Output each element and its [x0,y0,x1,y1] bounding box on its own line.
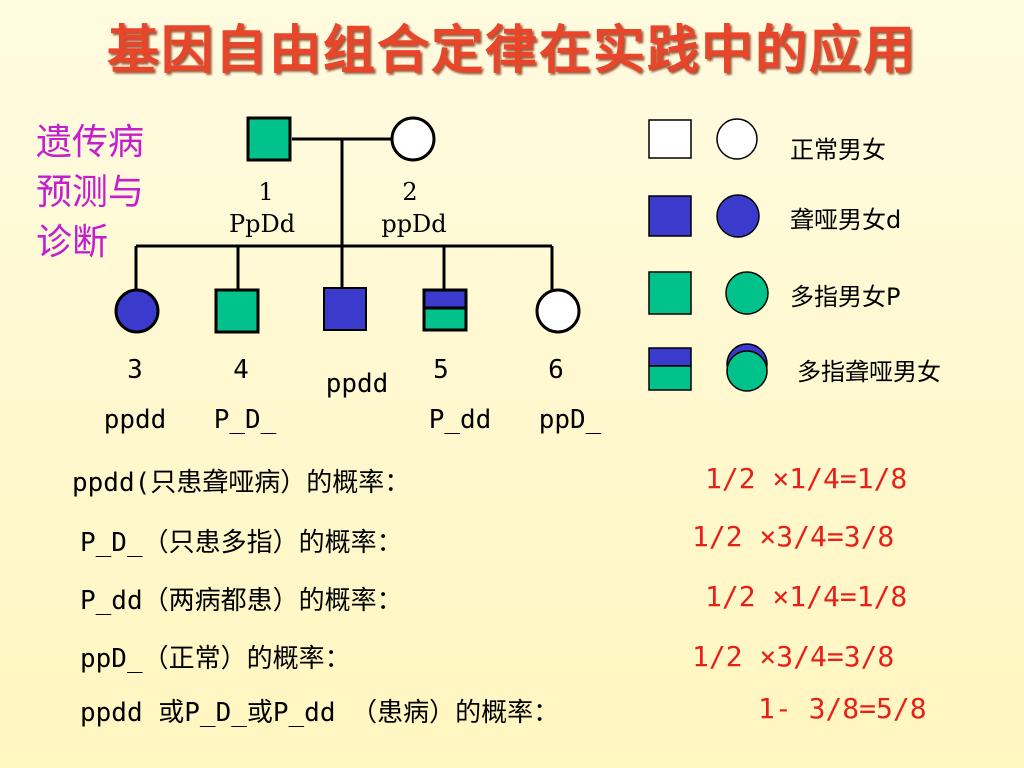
parent-number: 1 [258,178,273,206]
child-normal-female-circle [535,288,581,334]
probability-answer: 1/2 ×3/4=3/8 [692,640,895,673]
side-title-line: 预测与 [36,172,145,213]
legend-both-square-bottom [648,365,692,391]
child-deaf-male-square [323,287,367,331]
legend-label-normal: 正常男女 [790,136,886,164]
probability-answer: 1/2 ×3/4=3/8 [692,520,895,553]
child-genotype: P_D_ [214,405,277,435]
legend-label-polydactyly: 多指男女P [790,283,901,311]
legend-label-both: 多指聋哑男女 [797,358,941,386]
child-polydactyly-male-square [214,288,260,334]
side-title-line: 遗传病 [36,122,145,163]
probability-question: P_dd（两病都患）的概率： [80,586,403,616]
parent-genotype: PpDd [229,210,295,238]
mother-normal-circle [390,116,436,162]
child-both-male-square-top [422,288,468,310]
child-number: 4 [233,355,249,385]
legend-both-square-top [648,347,692,367]
probability-question: ppdd(只患聋哑病）的概率： [72,468,411,498]
child-genotype: ppD_ [539,405,602,435]
legend-deaf-circle [716,194,760,238]
legend-both-circle-front [726,350,768,392]
child-genotype: ppdd [104,405,167,435]
parent-genotype: ppDd [381,210,446,238]
page-title: 基因自由组合定律在实践中的应用 [106,21,917,81]
legend-normal-square [648,119,692,159]
legend-deaf-square [648,195,692,237]
parent-number: 2 [402,178,417,206]
child-number: 3 [127,355,143,385]
probability-answer: 1- 3/8=5/8 [758,692,927,725]
child-both-male-square-bottom [422,306,468,332]
probability-answer: 1/2 ×1/4=1/8 [705,462,908,495]
legend-polydactyly-circle [725,271,769,315]
probability-question: ppdd 或P_D_或P_dd （患病）的概率： [80,698,560,728]
legend-label-deaf: 聋哑男女d [790,206,902,234]
probability-answer: 1/2 ×1/4=1/8 [705,580,908,613]
side-title: 遗传病 预测与 诊断 [36,118,176,268]
father-polydactyly-square [246,116,292,162]
legend-polydactyly-square [648,271,692,315]
child-number: 5 [433,355,449,385]
probability-question: ppD_（正常）的概率： [80,644,351,674]
child-number: 6 [548,355,564,385]
side-title-line: 诊断 [36,222,109,263]
child-genotype: ppdd [326,369,389,399]
child-genotype: P_dd [429,405,492,435]
child-deaf-female-circle [114,288,160,334]
legend-normal-circle [716,118,758,160]
probability-question: P_D_（只患多指）的概率： [80,528,403,558]
